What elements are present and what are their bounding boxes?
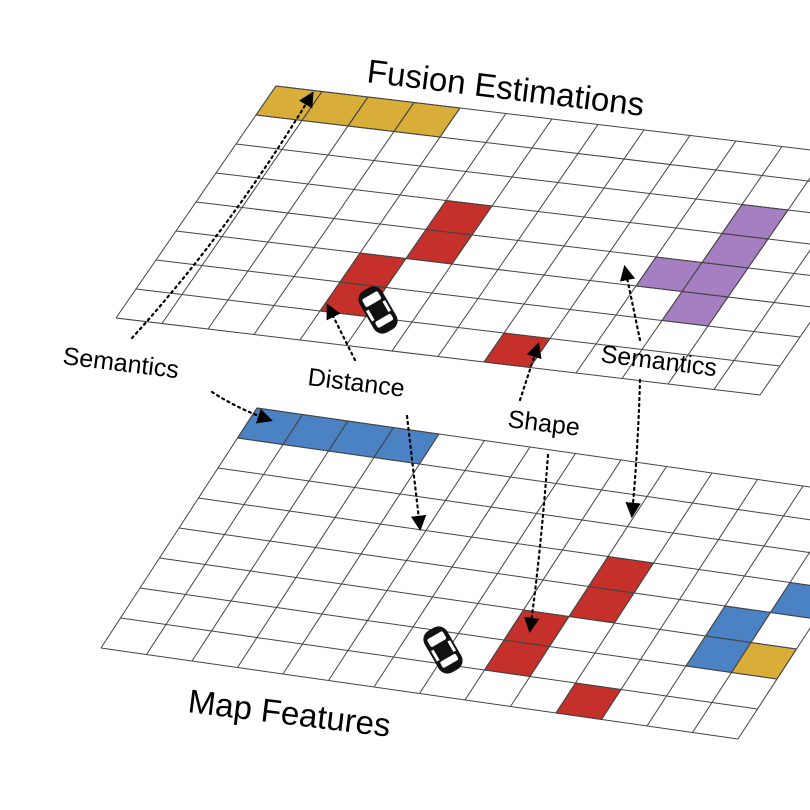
semantics-right-arrow-down [625, 378, 642, 519]
bottom-grid-col-line [146, 414, 303, 655]
top-grid-col-line [713, 249, 810, 390]
bottom-grid-col-line [100, 407, 258, 649]
shape-label: Shape [506, 405, 581, 442]
bottom-title: Map Features [186, 682, 393, 744]
top-grid-col-line [575, 140, 737, 374]
top-grid-col-line [667, 177, 810, 385]
top-grid-col-line [299, 107, 461, 341]
distance-arrow-up [326, 303, 357, 362]
top-grid-col-line [253, 102, 415, 335]
fusion-estimations-grid [115, 85, 810, 396]
bottom-grid-col-line [464, 459, 622, 701]
bottom-grid-col-line [737, 627, 810, 740]
top-grid-col-line [391, 118, 553, 352]
bottom-grid-col-line [282, 433, 440, 675]
top-grid-col-line [207, 96, 369, 330]
distance-arrow-down [405, 414, 427, 532]
bottom-grid-col-line [555, 472, 713, 714]
top-grid-col-line [161, 91, 323, 324]
top-grid-col-line [115, 85, 277, 319]
top-grid-cells [116, 85, 810, 395]
bottom-grid-col-line [692, 550, 810, 733]
bottom-grid-cells [101, 407, 810, 739]
map-features-grid [100, 407, 810, 740]
bottom-grid-background [101, 408, 810, 739]
top-grid-col-line [621, 146, 783, 379]
shape-arrow-down [524, 453, 550, 634]
top-grid-col-line [483, 129, 645, 363]
semantics-left-label: Semantics [61, 342, 180, 384]
top-grid-col-line [759, 321, 810, 396]
bottom-grid-col-line [646, 485, 804, 727]
bottom-grid-col-line [601, 479, 758, 720]
distance-label: Distance [306, 363, 406, 403]
top-grid-col-line [529, 135, 691, 368]
bottom-grid-col-line [191, 420, 349, 662]
arrows [130, 91, 642, 634]
shape-arrow-up [518, 342, 542, 402]
top-grid-lines [115, 85, 810, 396]
top-grid-col-line [437, 124, 599, 357]
semantics-right-arrow-up [619, 264, 642, 342]
semantics-left-arrow-down [210, 390, 273, 424]
bottom-grid-col-line [373, 446, 531, 688]
semantics-left-arrow-up [130, 91, 314, 340]
bottom-grid-col-line [328, 440, 485, 681]
bottom-grid-col-line [237, 427, 394, 668]
